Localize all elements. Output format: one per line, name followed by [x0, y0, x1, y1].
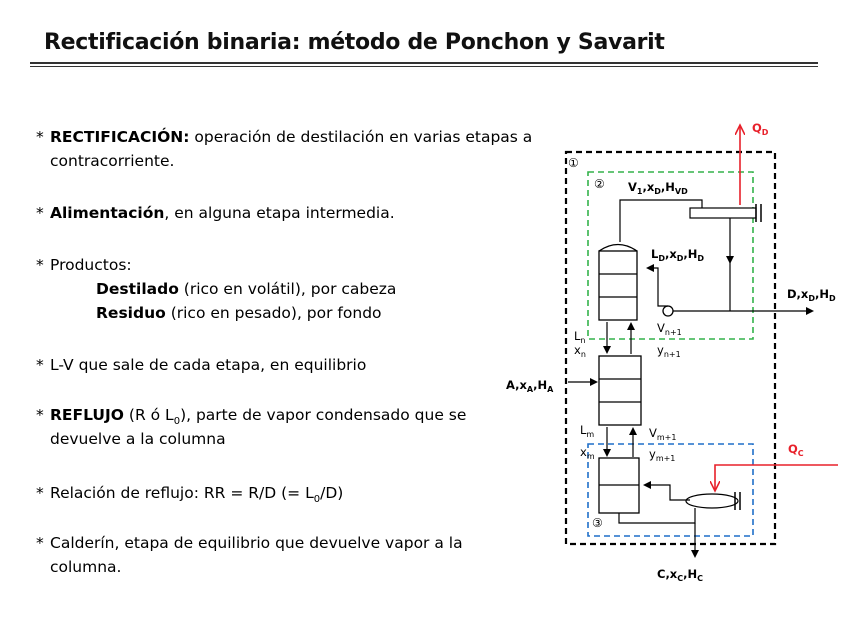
bullet-star: * — [36, 256, 44, 274]
lm-label: Lm — [580, 423, 594, 439]
title-underline-thin — [30, 66, 818, 67]
bullet-star: * — [36, 534, 44, 552]
heat-added-arrow — [715, 464, 838, 490]
xm-label: xm — [580, 445, 595, 461]
sub-bullet-term: Destilado — [96, 280, 179, 298]
c-label: C,xC,HC — [657, 567, 703, 583]
ln-label: Ln — [574, 329, 586, 345]
region-1-label: ① — [568, 156, 579, 170]
subscript: 0 — [313, 494, 321, 506]
bullet-term: Alimentación — [50, 204, 165, 222]
bullet-desc: ), parte de vapor condensado que se — [180, 406, 467, 424]
region-3-label: ③ — [592, 516, 603, 530]
pump-icon — [662, 305, 674, 317]
region-2-label: ② — [594, 177, 605, 191]
title-underline — [30, 62, 818, 64]
bullet-text: REFLUJO (R ó L0), parte de vapor condens… — [50, 403, 466, 434]
vm1-label: Vm+1 — [649, 426, 676, 442]
bullet-desc: /D) — [320, 484, 344, 502]
d-label: D,xD,HD — [787, 287, 836, 303]
reflux-line — [646, 264, 668, 307]
top-column-section — [598, 243, 638, 321]
bullet-term: REFLUJO — [50, 406, 124, 424]
sub-bullet-term: Residuo — [96, 304, 166, 322]
middle-column-section — [598, 355, 642, 426]
bullet-text: RECTIFICACIÓN: operación de destilación … — [50, 125, 532, 149]
bullet-desc: , en alguna etapa intermedia. — [164, 204, 395, 222]
bullet-star: * — [36, 128, 44, 146]
system-boundary — [564, 150, 777, 546]
bullet-desc: (R ó L — [123, 406, 174, 424]
sub-bullet-residuo: Residuo (rico en pesado), por fondo — [96, 301, 382, 325]
subscript: 0 — [173, 416, 181, 428]
reboiler-vapor-return — [643, 481, 690, 501]
sub-bullet-desc: (rico en volátil), por cabeza — [178, 280, 397, 298]
page-title: Rectificación binaria: método de Ponchon… — [44, 30, 665, 55]
bottom-column-section — [598, 457, 640, 514]
ym1-label: ym+1 — [649, 447, 675, 463]
bullet-desc: operación de destilación en varias etapa… — [189, 128, 533, 146]
bullet-text: Calderín, etapa de equilibrio que devuel… — [50, 534, 463, 552]
bullet-desc: Relación de reflujo: RR = R/D (= L — [50, 484, 314, 502]
bullet-text-line2: columna. — [50, 558, 122, 576]
condenser — [689, 204, 762, 222]
bullet-term: RECTIFICACIÓN: — [50, 128, 190, 146]
bullet-text-line2: contracorriente. — [50, 152, 175, 170]
bullet-star: * — [36, 204, 44, 222]
bullet-text-line2: devuelve a la columna — [50, 430, 226, 448]
bullet-text: L-V que sale de cada etapa, en equilibri… — [50, 356, 367, 374]
vn1-label: Vn+1 — [657, 321, 682, 337]
overhead-vapor-line — [619, 199, 703, 242]
qd-label: QD — [752, 121, 769, 137]
sub-bullet-destilado: Destilado (rico en volátil), por cabeza — [96, 277, 396, 301]
bullet-text: Alimentación, en alguna etapa intermedia… — [50, 201, 395, 225]
xn-label: xn — [574, 343, 586, 359]
yn1-label: yn+1 — [657, 343, 681, 359]
v1-label: V1,xD,HVD — [628, 180, 688, 196]
qc-label: QC — [788, 442, 804, 458]
bottoms-liquid-line — [618, 508, 696, 524]
bullet-star: * — [36, 356, 44, 374]
bullet-star: * — [36, 406, 44, 424]
ld-label: LD,xD,HD — [651, 247, 704, 263]
bullet-text: Productos: — [50, 256, 132, 274]
feed-label: A,xA,HA — [506, 378, 554, 394]
reboiler — [685, 492, 741, 510]
reboiler-boundary — [587, 443, 754, 537]
bullet-star: * — [36, 484, 44, 502]
sub-bullet-desc: (rico en pesado), por fondo — [165, 304, 382, 322]
bullet-text: Relación de reflujo: RR = R/D (= L0/D) — [50, 481, 343, 512]
condenser-boundary — [587, 171, 754, 340]
